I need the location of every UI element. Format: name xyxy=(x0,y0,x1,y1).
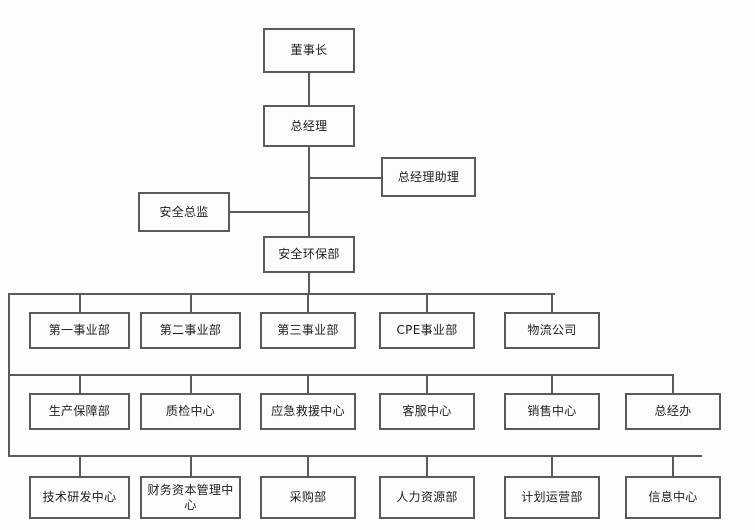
node-label: 销售中心 xyxy=(527,404,577,418)
node-safety-director[interactable]: 安全总监 xyxy=(138,192,230,232)
node-chairman[interactable]: 董事长 xyxy=(263,28,355,73)
node-row-functions-2[interactable]: 财务资本管理中心 xyxy=(140,476,241,519)
node-label: 第二事业部 xyxy=(159,323,222,337)
node-row-divisions-5[interactable]: 物流公司 xyxy=(504,312,600,349)
node-label: 安全总监 xyxy=(159,204,209,219)
drop-r2-c4 xyxy=(426,374,428,393)
node-general-manager[interactable]: 总经理 xyxy=(263,105,355,147)
node-row-centers-6[interactable]: 总经办 xyxy=(625,393,721,430)
drop-r2-c6 xyxy=(672,374,674,393)
node-label: 生产保障部 xyxy=(48,404,111,418)
node-row-functions-5[interactable]: 计划运营部 xyxy=(504,476,600,519)
drop-r1-c2 xyxy=(190,293,192,312)
node-row-divisions-2[interactable]: 第二事业部 xyxy=(140,312,241,349)
node-label: 采购部 xyxy=(289,490,327,504)
node-row-divisions-4[interactable]: CPE事业部 xyxy=(379,312,475,349)
drop-r1-c1 xyxy=(79,293,81,312)
node-label: 计划运营部 xyxy=(521,490,583,504)
edge-safety-env-to-bus-1 xyxy=(308,273,310,293)
drop-r3-c1 xyxy=(79,455,81,476)
bus-bar-3 xyxy=(8,455,702,457)
node-label: CPE事业部 xyxy=(396,323,458,337)
node-safety-env-dept[interactable]: 安全环保部 xyxy=(263,236,355,273)
node-label: 安全环保部 xyxy=(278,247,340,261)
drop-r1-c4 xyxy=(426,293,428,312)
edge-spine-to-gm-assistant xyxy=(308,177,381,179)
node-row-functions-4[interactable]: 人力资源部 xyxy=(379,476,475,519)
drop-r3-c6 xyxy=(672,455,674,476)
node-row-divisions-3[interactable]: 第三事业部 xyxy=(260,312,356,349)
node-row-functions-3[interactable]: 采购部 xyxy=(260,476,356,519)
node-row-centers-1[interactable]: 生产保障部 xyxy=(29,393,130,430)
node-label: 质检中心 xyxy=(165,404,216,418)
node-label: 应急救援中心 xyxy=(271,404,345,418)
bus-bar-1 xyxy=(8,293,555,295)
node-label: 总经办 xyxy=(654,404,692,418)
node-label: 第三事业部 xyxy=(277,323,339,337)
node-row-functions-6[interactable]: 信息中心 xyxy=(625,476,721,519)
drop-r3-c5 xyxy=(551,455,553,476)
node-label: 物流公司 xyxy=(527,323,577,337)
drop-r2-c3 xyxy=(307,374,309,393)
edge-chairman-to-gm xyxy=(308,73,310,105)
node-label: 人力资源部 xyxy=(396,490,458,504)
edge-gm-spine xyxy=(308,147,310,236)
drop-r3-c2 xyxy=(190,455,192,476)
node-row-functions-1[interactable]: 技术研发中心 xyxy=(29,476,130,519)
drop-r1-c5 xyxy=(551,293,553,312)
node-row-divisions-1[interactable]: 第一事业部 xyxy=(29,312,130,349)
node-gm-assistant[interactable]: 总经理助理 xyxy=(381,157,476,197)
drop-r3-c3 xyxy=(307,455,309,476)
edge-safety-director-to-spine xyxy=(230,211,310,213)
drop-r3-c4 xyxy=(426,455,428,476)
node-label: 信息中心 xyxy=(648,490,698,504)
drop-r2-c2 xyxy=(190,374,192,393)
node-row-centers-4[interactable]: 客服中心 xyxy=(379,393,475,430)
node-label: 总经理助理 xyxy=(397,169,460,184)
node-label: 技术研发中心 xyxy=(42,490,117,504)
node-label: 财务资本管理中心 xyxy=(147,482,234,512)
node-label: 第一事业部 xyxy=(48,323,111,337)
node-label: 总经理 xyxy=(290,118,328,133)
node-label: 客服中心 xyxy=(402,404,452,418)
bus-bar-2 xyxy=(8,374,674,376)
node-label: 董事长 xyxy=(290,43,328,57)
node-row-centers-3[interactable]: 应急救援中心 xyxy=(260,393,356,430)
node-row-centers-5[interactable]: 销售中心 xyxy=(504,393,600,430)
node-row-centers-2[interactable]: 质检中心 xyxy=(140,393,241,430)
drop-r2-c5 xyxy=(551,374,553,393)
drop-r2-c1 xyxy=(79,374,81,393)
drop-r1-c3 xyxy=(307,293,309,312)
